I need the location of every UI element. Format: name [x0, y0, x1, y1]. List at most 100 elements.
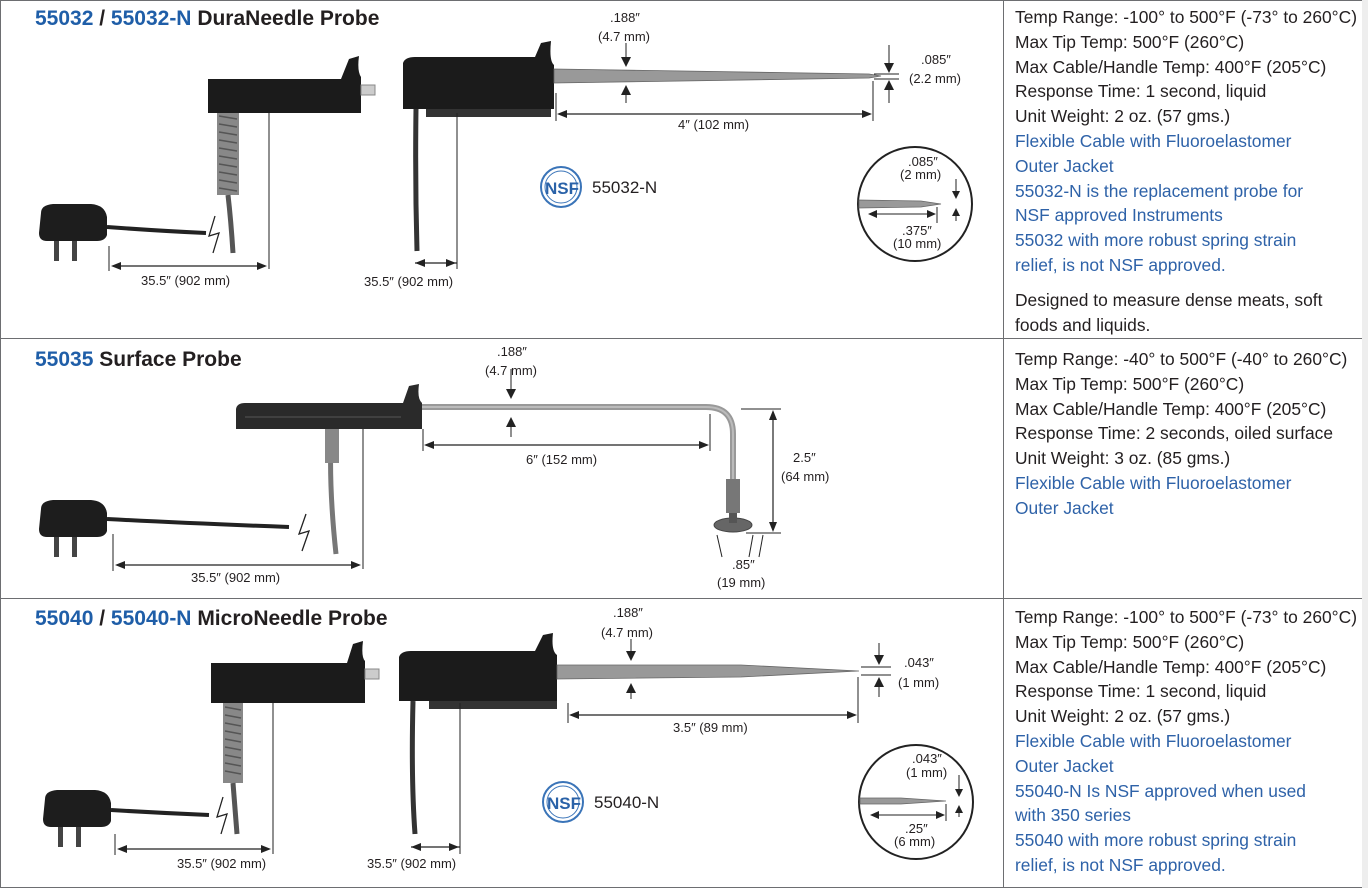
- nsf-model-label: 55040-N: [594, 793, 659, 812]
- break-mark-icon: [297, 513, 311, 552]
- svg-text:.188″: .188″: [610, 10, 640, 25]
- product-name: MicroNeedle Probe: [191, 607, 388, 630]
- cable: [106, 517, 290, 529]
- nsf-logo: NSF: [542, 781, 584, 823]
- spec-line: Temp Range: -100° to 500°F (-73° to 260°…: [1015, 7, 1357, 27]
- spec-line: Response Time: 1 second, liquid: [1015, 81, 1267, 102]
- nsf-model-label: 55032-N: [592, 178, 657, 197]
- cable: [110, 808, 210, 817]
- spec-line: Response Time: 2 seconds, oiled surface: [1015, 423, 1334, 444]
- spec-line: with 350 series: [1015, 805, 1131, 826]
- spec-line: 55040-N Is NSF approved when used: [1015, 780, 1306, 801]
- spec-list: Temp Range: -40° to 500°F (-40° to 260°C…: [1015, 347, 1347, 521]
- svg-text:.085″: .085″: [908, 154, 938, 169]
- spec-line: Max Cable/Handle Temp: 400°F (205°C): [1015, 398, 1327, 419]
- cable-length-label: 35.5″ (902 mm): [177, 856, 266, 871]
- nsf-logo: NSF: [540, 166, 582, 208]
- svg-text:.085″: .085″: [921, 52, 951, 67]
- svg-text:(2 mm): (2 mm): [900, 167, 941, 182]
- probe-handle-left: [208, 56, 376, 254]
- svg-text:(1 mm): (1 mm): [898, 675, 939, 690]
- spec-line: Max Cable/Handle Temp: 400°F (205°C): [1015, 56, 1327, 77]
- svg-text:NSF: NSF: [547, 794, 581, 813]
- column-divider: [1003, 1, 1004, 338]
- spec-list: Temp Range: -100° to 500°F (-73° to 260°…: [1015, 5, 1357, 337]
- svg-text:.043″: .043″: [904, 655, 934, 670]
- svg-text:(1 mm): (1 mm): [906, 765, 947, 780]
- svg-text:(6 mm): (6 mm): [894, 834, 935, 849]
- break-mark-icon: [208, 215, 220, 254]
- cable: [106, 225, 207, 235]
- product-code: 55035: [35, 348, 94, 371]
- cable-length-label: 35.5″ (902 mm): [191, 570, 280, 585]
- plug-icon: [43, 790, 111, 847]
- spec-line: Max Tip Temp: 500°F (260°C): [1015, 631, 1245, 652]
- spec-line: Max Tip Temp: 500°F (260°C): [1015, 31, 1245, 52]
- spec-line: 55040 with more robust spring strain: [1015, 830, 1297, 851]
- svg-text:(64 mm): (64 mm): [781, 469, 829, 484]
- product-row-55032: 55032 / 55032-N DuraNeedle Probe Temp Ra…: [0, 0, 1368, 339]
- spec-line: Unit Weight: 2 oz. (57 gms.): [1015, 106, 1231, 127]
- product-code: 55040: [35, 607, 94, 630]
- spec-line: Max Tip Temp: 500°F (260°C): [1015, 373, 1245, 394]
- spec-line: NSF approved Instruments: [1015, 205, 1223, 226]
- cable-length-label: 35.5″ (902 mm): [141, 273, 230, 288]
- spec-line: 55032 with more robust spring strain: [1015, 230, 1297, 251]
- product-code-n: 55032-N: [110, 7, 192, 30]
- svg-text:.188″: .188″: [613, 605, 643, 620]
- probe-diagram: 35.5″ (902 mm) .188″ (4.7 mm) 4″ (102 mm…: [39, 10, 973, 289]
- product-title: 55032 / 55032-N DuraNeedle Probe: [35, 7, 380, 30]
- spec-line: foods and liquids.: [1015, 314, 1151, 335]
- svg-text:.25″: .25″: [905, 821, 928, 836]
- product-name: Surface Probe: [93, 348, 242, 371]
- probe-handle-right: [403, 41, 882, 252]
- spec-line: Unit Weight: 2 oz. (57 gms.): [1015, 706, 1231, 727]
- spec-line: Temp Range: -100° to 500°F (-73° to 260°…: [1015, 607, 1357, 627]
- spec-line: Outer Jacket: [1015, 755, 1114, 776]
- probe-handle-right: [399, 633, 860, 835]
- product-code: 55032: [35, 7, 94, 30]
- spec-line: Max Cable/Handle Temp: 400°F (205°C): [1015, 656, 1327, 677]
- spec-line: Unit Weight: 3 oz. (85 gms.): [1015, 448, 1231, 469]
- tip-detail-circle: .043″ (1 mm) .25″ (6 mm): [858, 744, 974, 860]
- svg-text:(19 mm): (19 mm): [717, 575, 765, 590]
- svg-text:2.5″: 2.5″: [793, 450, 816, 465]
- svg-text:(4.7 mm): (4.7 mm): [601, 625, 653, 640]
- spec-line: Designed to measure dense meats, soft: [1015, 289, 1323, 310]
- svg-text:(4.7 mm): (4.7 mm): [598, 29, 650, 44]
- spec-line: Flexible Cable with Fluoroelastomer: [1015, 730, 1292, 751]
- scrollbar[interactable]: [1362, 0, 1368, 888]
- tip-detail-circle: .085″ (2 mm) .375″ (10 mm): [857, 146, 973, 262]
- svg-text:(10 mm): (10 mm): [893, 236, 941, 251]
- svg-text:3.5″ (89 mm): 3.5″ (89 mm): [673, 720, 748, 735]
- svg-text:.375″: .375″: [902, 223, 932, 238]
- spec-line: Outer Jacket: [1015, 155, 1114, 176]
- spec-line: 55032-N is the replacement probe for: [1015, 180, 1304, 201]
- product-code-n: 55040-N: [110, 607, 192, 630]
- probe-diagram: .188″ (4.7 mm) 6″ (152 mm) 2.5″ (64 mm) …: [39, 344, 829, 590]
- column-divider: [1003, 599, 1004, 887]
- svg-text:.85″: .85″: [732, 557, 755, 572]
- product-row-55040: 55040 / 55040-N MicroNeedle Probe Temp R…: [0, 598, 1368, 888]
- probe-handle-left: [211, 641, 380, 835]
- svg-text:(2.2 mm): (2.2 mm): [909, 71, 961, 86]
- svg-text:.043″: .043″: [912, 751, 942, 766]
- svg-text:4″ (102 mm): 4″ (102 mm): [678, 117, 749, 132]
- spec-line: Temp Range: -40° to 500°F (-40° to 260°C…: [1015, 349, 1348, 369]
- product-row-55035: 55035 Surface Probe Temp Range: -40° to …: [0, 338, 1368, 599]
- plug-icon: [39, 204, 107, 261]
- column-divider: [1003, 339, 1004, 598]
- spec-list: Temp Range: -100° to 500°F (-73° to 260°…: [1015, 605, 1357, 878]
- product-title: 55035 Surface Probe: [35, 348, 242, 372]
- spec-line: Flexible Cable with Fluoroelastomer: [1015, 130, 1292, 151]
- spec-line: Outer Jacket: [1015, 497, 1114, 518]
- probe-diagram: 35.5″ (902 mm) .188″ (4.7 mm) 3.5″ (89 m…: [43, 605, 974, 871]
- break-mark-icon: [216, 796, 228, 835]
- probe-handle: [236, 384, 753, 555]
- plug-icon: [39, 500, 107, 557]
- spec-line: Flexible Cable with Fluoroelastomer: [1015, 472, 1292, 493]
- product-name: DuraNeedle Probe: [191, 7, 380, 30]
- svg-text:NSF: NSF: [545, 179, 579, 198]
- svg-text:(4.7 mm): (4.7 mm): [485, 363, 537, 378]
- spec-line: Response Time: 1 second, liquid: [1015, 681, 1267, 702]
